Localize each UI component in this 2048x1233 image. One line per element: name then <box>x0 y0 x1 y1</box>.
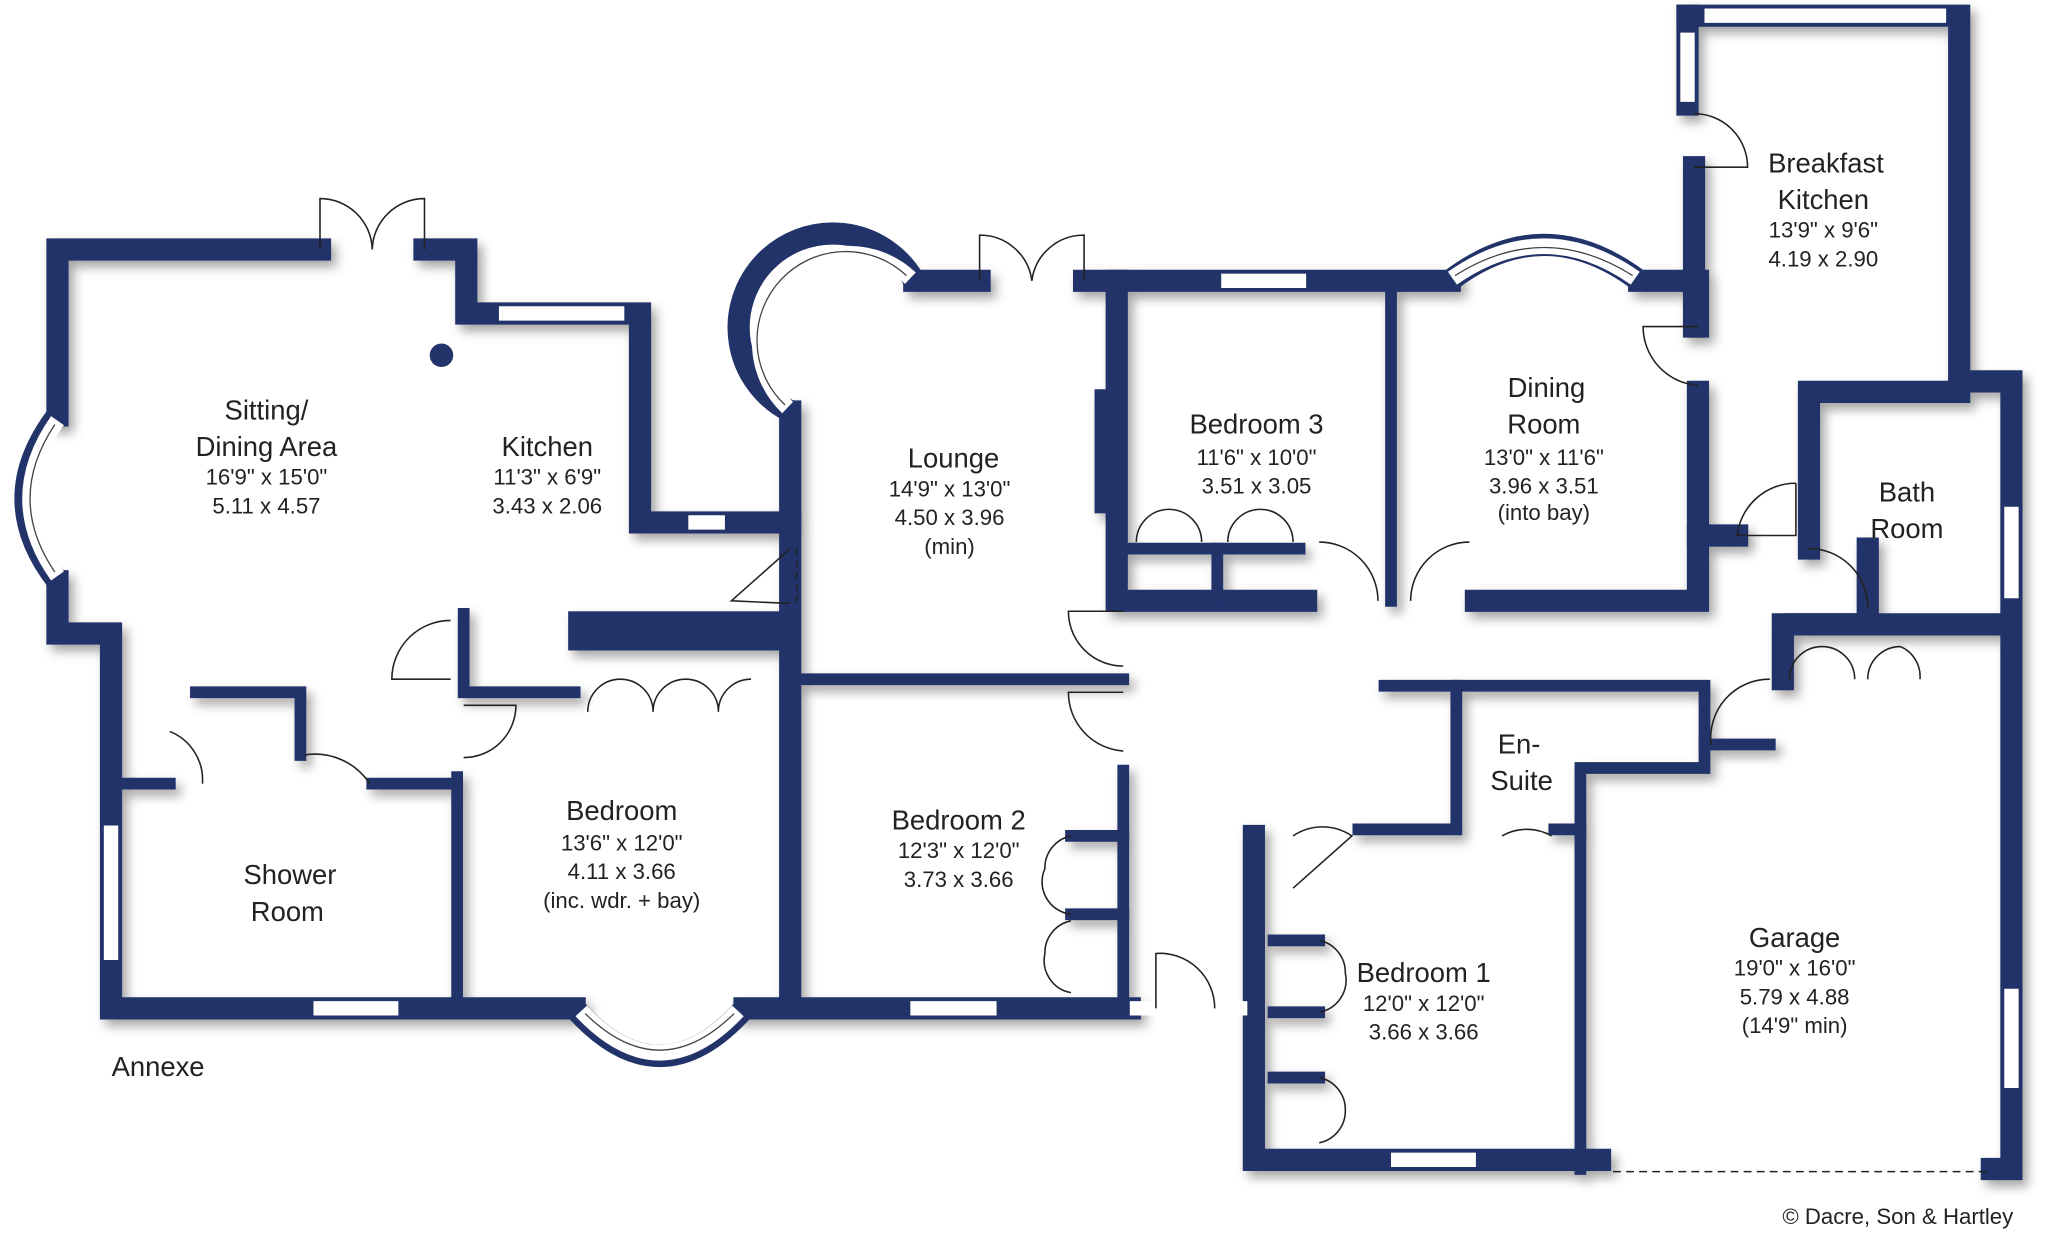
room-dim-imperial: 13'9" x 9'6" <box>1769 218 1878 243</box>
room-dim-imperial: 12'3" x 12'0" <box>898 838 1020 863</box>
room-name: Suite <box>1490 765 1552 796</box>
room-garage: Garage 19'0" x 16'0" 5.79 x 4.88 (14'9" … <box>1734 922 1856 1038</box>
room-name: Kitchen <box>502 431 593 462</box>
room-sitting-dining: Sitting/ Dining Area 16'9" x 15'0" 5.11 … <box>196 394 338 518</box>
room-dim-imperial: 14'9" x 13'0" <box>889 476 1011 501</box>
room-note: (14'9" min) <box>1742 1013 1848 1038</box>
room-name: Breakfast <box>1768 147 1884 178</box>
room-dim-metric: 4.19 x 2.90 <box>1768 246 1878 271</box>
room-name: Room <box>1507 409 1580 440</box>
room-en-suite: En- Suite <box>1490 729 1552 797</box>
room-kitchen: Kitchen 11'3" x 6'9" 3.43 x 2.06 <box>492 431 602 518</box>
copyright-text: © Dacre, Son & Hartley <box>1782 1204 2014 1229</box>
room-bedroom-3: Bedroom 3 11'6" x 10'0" 3.51 x 3.05 <box>1189 409 1323 499</box>
room-dim-metric: 5.79 x 4.88 <box>1740 984 1850 1009</box>
room-bedroom-2: Bedroom 2 12'3" x 12'0" 3.73 x 3.66 <box>892 804 1026 891</box>
pillar-icon <box>429 343 454 368</box>
room-name: Shower <box>243 859 336 890</box>
windows <box>103 8 2019 1168</box>
room-name: Bedroom <box>566 795 677 826</box>
room-dim-imperial: 11'6" x 10'0" <box>1196 445 1316 470</box>
room-name: Bedroom 3 <box>1189 409 1323 440</box>
walls <box>46 4 2023 1181</box>
room-name: Room <box>251 896 324 927</box>
room-dim-metric: 3.96 x 3.51 <box>1489 474 1599 499</box>
room-name: Kitchen <box>1778 184 1869 215</box>
room-dim-metric: 4.50 x 3.96 <box>895 505 1005 530</box>
room-dim-metric: 5.11 x 4.57 <box>212 493 320 518</box>
room-dim-imperial: 11'3" x 6'9" <box>493 465 601 490</box>
room-name: Room <box>1870 513 1943 544</box>
room-name: En- <box>1498 729 1541 760</box>
room-bedroom-1: Bedroom 1 12'0" x 12'0" 3.66 x 3.66 <box>1357 957 1491 1044</box>
room-bedroom-annexe: Bedroom 13'6" x 12'0" 4.11 x 3.66 (inc. … <box>543 795 700 913</box>
room-dim-metric: 4.11 x 3.66 <box>568 859 676 884</box>
room-name: Bedroom 1 <box>1357 957 1491 988</box>
annexe-label: Annexe <box>112 1051 205 1082</box>
room-dim-imperial: 13'6" x 12'0" <box>561 830 683 855</box>
room-dim-metric: 3.73 x 3.66 <box>904 867 1014 892</box>
room-name: Bath <box>1879 477 1935 508</box>
room-name: Bedroom 2 <box>892 804 1026 835</box>
room-note: (min) <box>924 534 975 559</box>
room-dim-imperial: 19'0" x 16'0" <box>1734 956 1856 981</box>
room-bath-room: Bath Room <box>1870 477 1943 545</box>
room-breakfast-kitchen: Breakfast Kitchen 13'9" x 9'6" 4.19 x 2.… <box>1768 147 1884 271</box>
doors <box>169 112 1992 1173</box>
room-dim-imperial: 13'0" x 11'6" <box>1484 445 1604 470</box>
bay-windows <box>14 222 1646 1068</box>
room-name: Garage <box>1749 922 1840 953</box>
room-dim-imperial: 12'0" x 12'0" <box>1363 991 1485 1016</box>
room-dining-room: Dining Room 13'0" x 11'6" 3.96 x 3.51 (i… <box>1484 372 1604 525</box>
room-dim-imperial: 16'9" x 15'0" <box>206 465 328 490</box>
room-shower-room: Shower Room <box>243 859 336 927</box>
room-note: (inc. wdr. + bay) <box>543 888 700 913</box>
room-name: Lounge <box>908 443 999 474</box>
room-note: (into bay) <box>1498 500 1591 525</box>
room-dim-metric: 3.43 x 2.06 <box>492 493 602 518</box>
room-name: Dining Area <box>196 431 338 462</box>
room-name: Dining <box>1508 372 1586 403</box>
room-dim-metric: 3.66 x 3.66 <box>1369 1020 1479 1045</box>
room-dim-metric: 3.51 x 3.05 <box>1202 474 1312 499</box>
room-name: Sitting/ <box>225 394 309 425</box>
room-lounge: Lounge 14'9" x 13'0" 4.50 x 3.96 (min) <box>889 443 1011 559</box>
